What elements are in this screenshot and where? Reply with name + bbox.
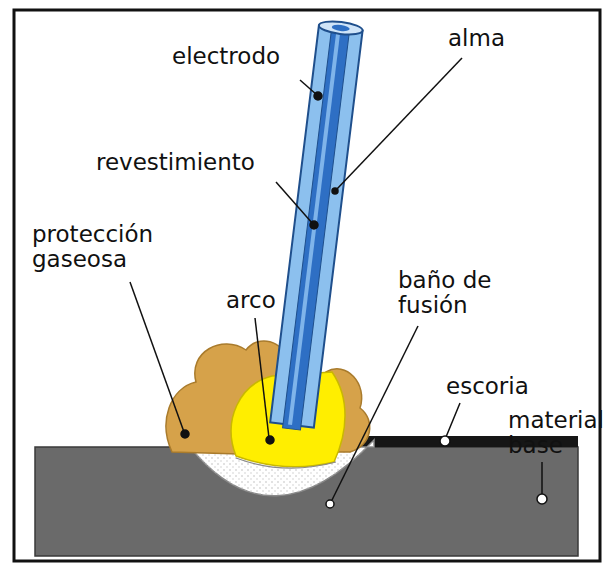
electrode [270, 19, 364, 431]
part-label: alma [448, 26, 505, 51]
part-label: protección gaseosa [32, 222, 222, 272]
pool-edge [236, 458, 336, 468]
part-label: arco [226, 288, 276, 313]
part-label: revestimiento [96, 150, 255, 175]
leader-lines [130, 58, 547, 508]
part-label: electrodo [172, 44, 280, 69]
part-label: material base [508, 408, 608, 458]
frame [14, 10, 600, 561]
part-label: escoria [446, 374, 529, 399]
part-label: baño de fusión [398, 268, 548, 318]
